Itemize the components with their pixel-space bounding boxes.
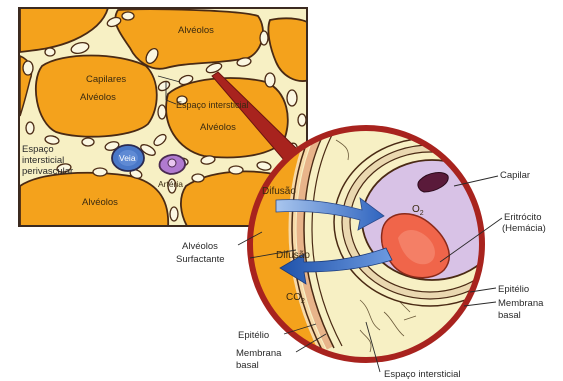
- label-membrana-basal-left-2: basal: [236, 360, 259, 371]
- label-membrana-basal-right-2: basal: [498, 310, 521, 321]
- label-alveolos-bottom: Alvéolos: [82, 197, 118, 208]
- label-capilares: Capilares: [86, 74, 126, 85]
- label-surfactante: Surfactante: [176, 254, 225, 265]
- label-espaco-intersticial-bottom: Espaço intersticial: [384, 369, 461, 380]
- label-alveolos-zoom: Alvéolos: [182, 241, 218, 252]
- label-epitelio-right: Epitélio: [498, 284, 529, 295]
- label-alveolos-mid: Alvéolos: [200, 122, 236, 133]
- label-eritrocito-2: (Hemácia): [502, 223, 546, 234]
- label-difusao-2: Difusão: [276, 250, 310, 261]
- label-alveolos-top: Alvéolos: [178, 25, 214, 36]
- label-veia: Veia: [119, 153, 136, 163]
- label-espaco-perivascular-1: Espaço: [22, 144, 54, 155]
- label-capilar: Capilar: [500, 170, 530, 181]
- label-eritrocito-1: Eritrócito: [504, 212, 541, 223]
- label-membrana-basal-left-1: Membrana: [236, 348, 282, 359]
- label-difusao-1: Difusão: [262, 186, 296, 197]
- artery-lumen: [168, 159, 176, 167]
- label-membrana-basal-right-1: Membrana: [498, 298, 544, 309]
- label-arteria: Artéria: [158, 179, 183, 189]
- label-espaco-intersticial-top: Espaço intersticial: [176, 100, 249, 110]
- label-epitelio-left: Epitélio: [238, 330, 269, 341]
- label-alveolos-left: Alvéolos: [80, 92, 116, 103]
- label-espaco-perivascular-3: perivascular: [22, 166, 73, 177]
- label-espaco-perivascular-2: intersticial: [22, 155, 64, 166]
